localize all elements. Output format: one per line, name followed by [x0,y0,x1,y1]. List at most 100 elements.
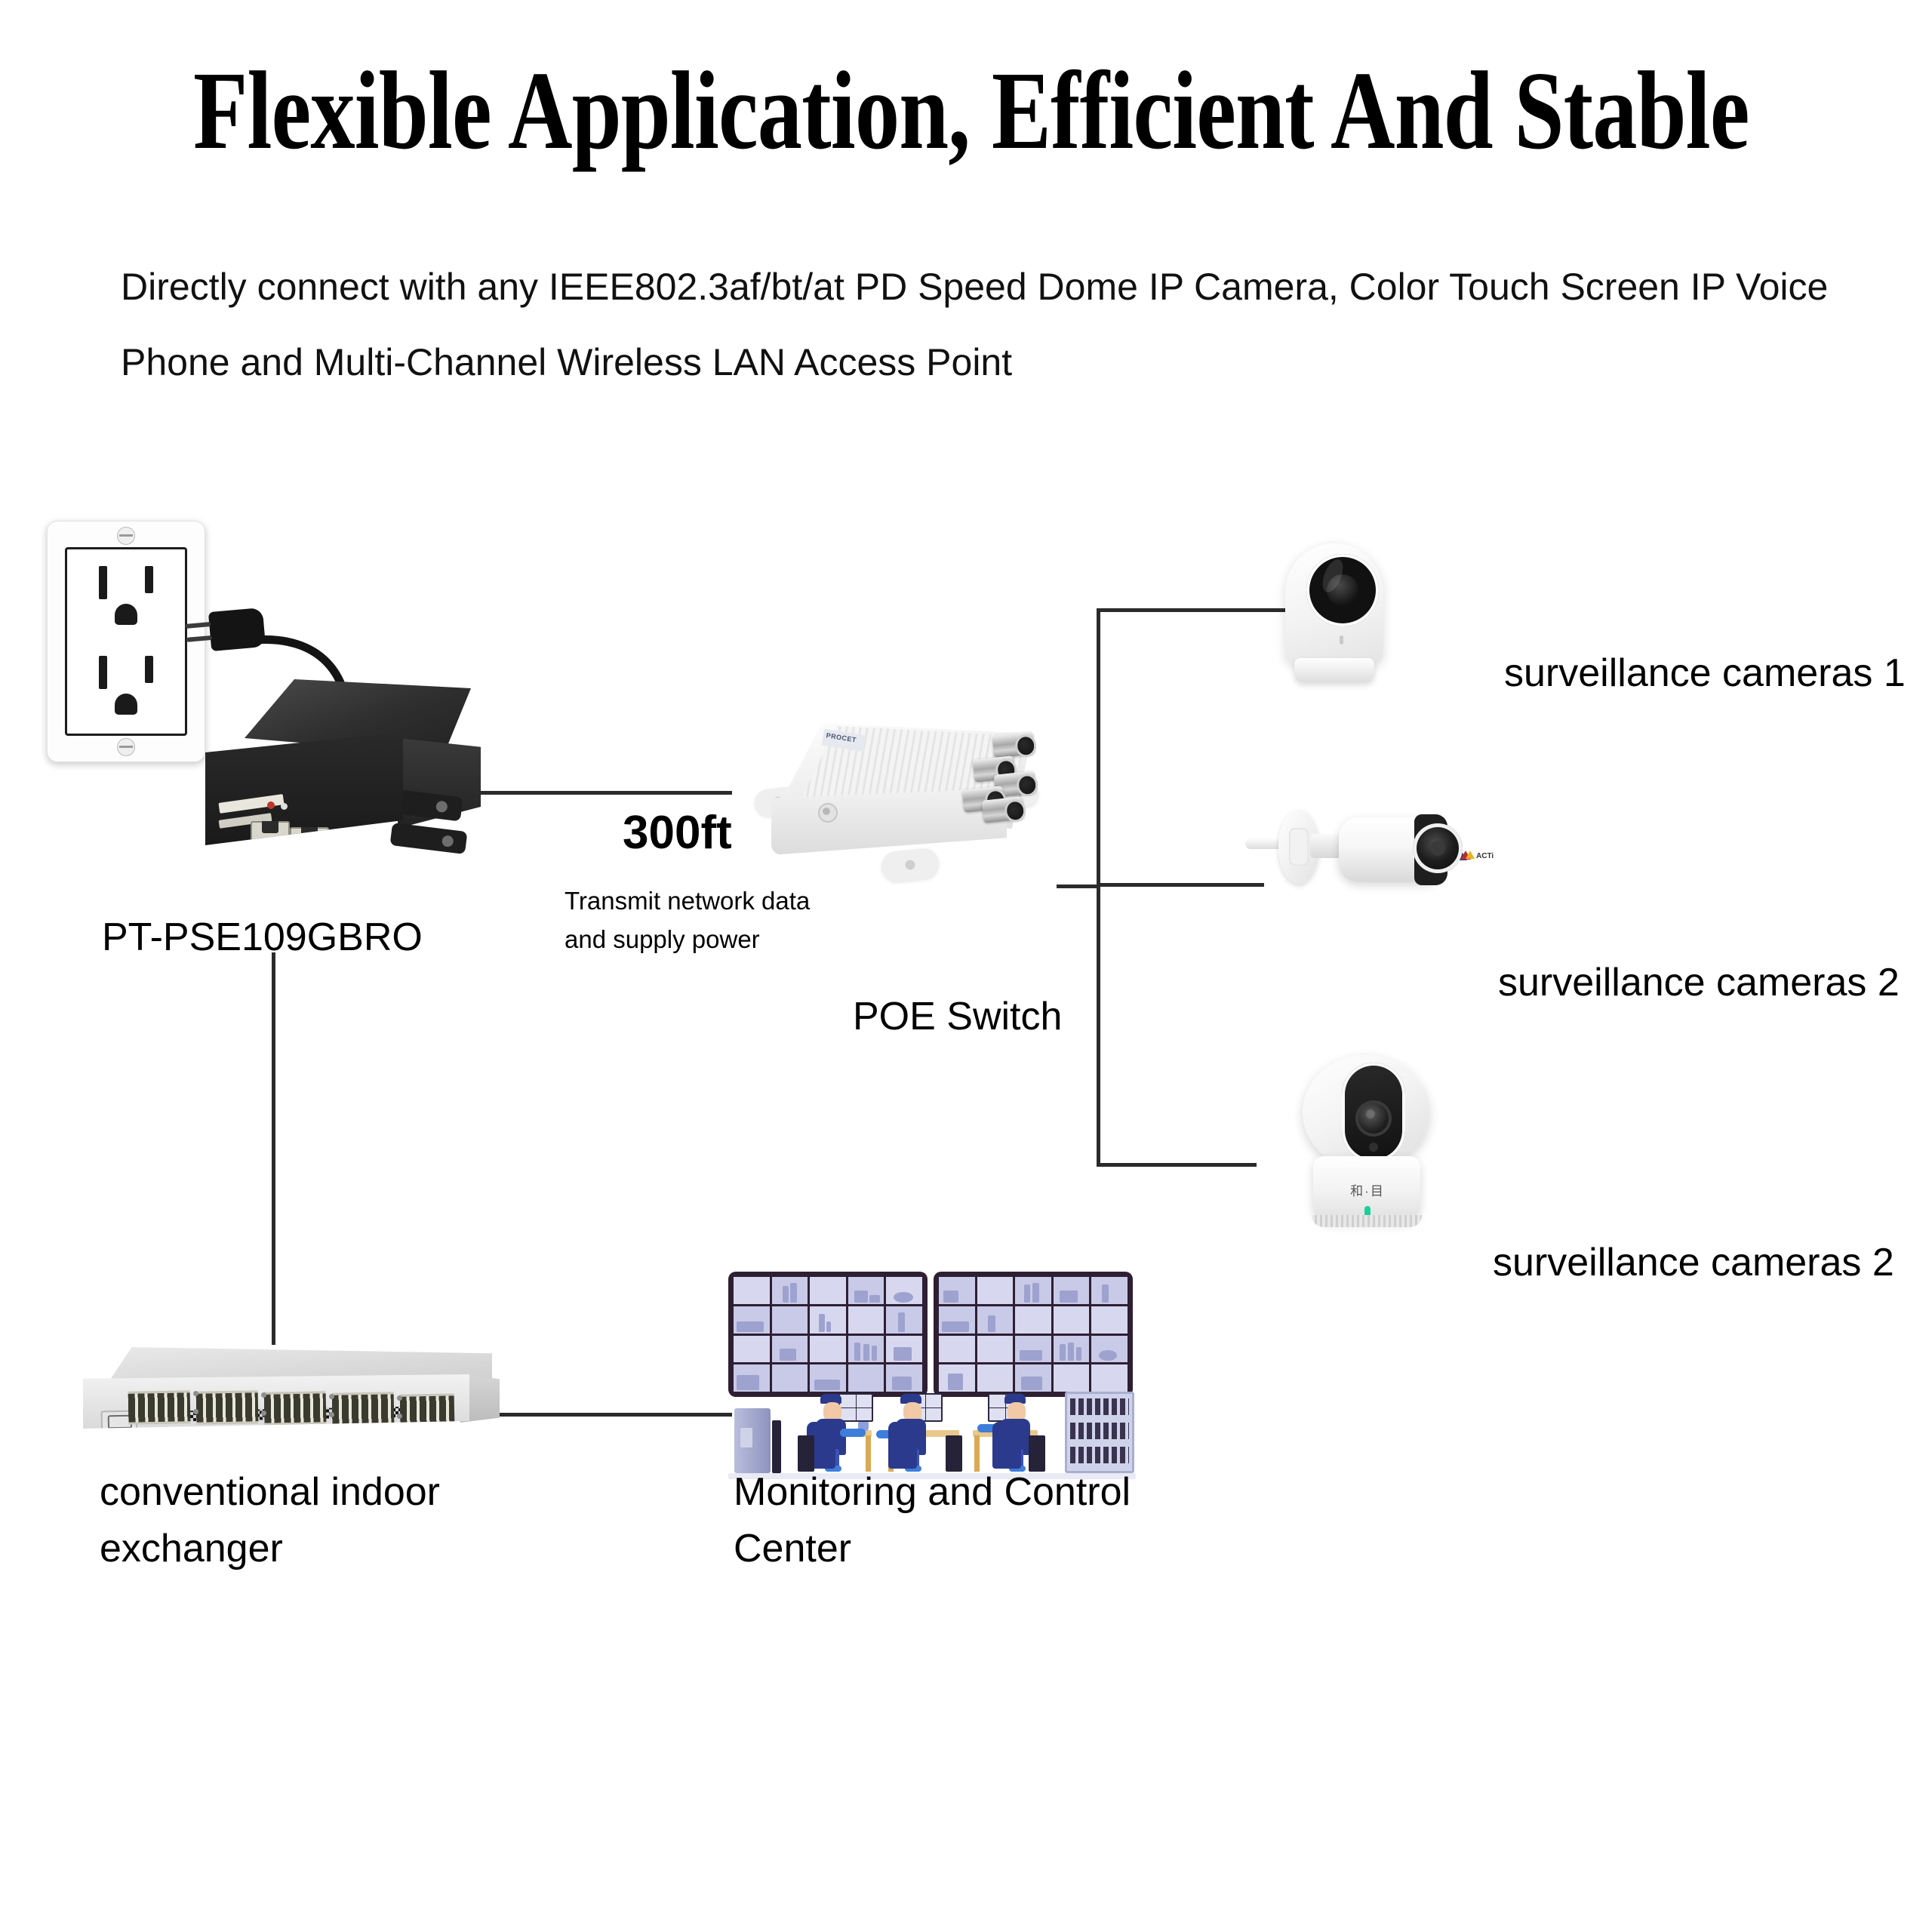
poe-injector-device [205,679,481,875]
computer-tower [1029,1435,1045,1472]
socket-slot-right [145,656,153,683]
video-feed-cell [977,1306,1014,1334]
switch-mount-tab [880,847,940,883]
computer-tower [798,1435,814,1472]
sfp-port-group [195,1390,259,1425]
injector-status-led [281,803,288,810]
video-feed-cell [810,1335,846,1363]
video-feed-cell [1053,1277,1090,1304]
operator-head [823,1402,841,1422]
operator-arm [840,1429,866,1437]
camera-base [1294,658,1374,682]
camera-2-label: surveillance cameras 2 [1498,961,1900,1004]
video-feed-cell [1015,1335,1051,1363]
outlet-screw-bottom [117,738,135,756]
video-feed-cell [939,1364,975,1392]
video-wall-right [934,1272,1133,1397]
rack-led [193,1391,198,1396]
video-feed-cell [734,1306,770,1334]
rack-led [261,1411,266,1416]
video-feed-cell [1053,1335,1090,1363]
cable-gland [981,796,1025,823]
rack-led [329,1412,334,1417]
camera-housing [1285,543,1383,664]
switch-pressure-vent [818,803,838,823]
sfp-port-group [331,1392,395,1426]
operator-cap [820,1394,841,1404]
flange-hole [441,835,454,848]
desk-leg [974,1435,980,1472]
rack-led [261,1392,266,1398]
operator-shoe [1009,1466,1026,1472]
video-feed-cell [848,1364,884,1392]
server-rack [1065,1392,1134,1473]
video-feed-cell [1053,1364,1090,1392]
outlet-socket-upper [85,561,167,646]
rack-led [193,1409,198,1414]
poe-switch-device: PROCET [753,709,1079,898]
video-feed-cell [848,1335,884,1363]
socket-slot-left [99,566,107,599]
rj45-port-poe-out [290,827,329,845]
rack-shelf [1070,1398,1129,1415]
video-feed-cell [886,1364,922,1392]
link-injector-to-exchanger [272,952,275,1345]
camera-cable [1245,838,1286,849]
video-feed-cell [939,1335,975,1363]
camera-3-label: surveillance cameras 2 [1493,1241,1894,1284]
camera-lens [1306,554,1379,626]
video-feed-cell [1091,1306,1128,1334]
computer-tower [946,1435,962,1472]
video-feed-cell [886,1335,922,1363]
video-feed-cell [939,1277,975,1304]
video-feed-cell [734,1277,770,1304]
video-feed-cell [810,1277,846,1304]
video-feed-cell [977,1335,1014,1363]
socket-ground-hole [115,604,137,625]
camera-1-label: surveillance cameras 1 [1504,651,1906,695]
video-feed-cell [886,1277,922,1304]
video-feed-cell [886,1306,922,1334]
conventional-exchanger-device [83,1347,506,1445]
operator-head [1008,1402,1026,1422]
switch-brand-text: PROCET [825,731,857,744]
operator-chair [992,1422,1021,1469]
link-distance-label: 300ft [623,807,732,859]
page-title: Flexible Application, Efficient And Stab… [193,49,1749,173]
operator-cap [900,1394,921,1404]
camera-lens [1355,1100,1392,1137]
control-center-label: Monitoring and Control Center [734,1470,1131,1571]
injector-label: PT-PSE109GBRO [102,915,423,959]
video-feed-cell [848,1306,884,1334]
camera-indicator [1340,635,1343,645]
video-feed-cell [734,1335,770,1363]
outlet-socket-lower [85,651,167,736]
video-feed-cell [734,1364,770,1392]
operator-head [903,1402,921,1422]
monitoring-control-center-illustration [728,1272,1136,1479]
video-feed-cell [810,1306,846,1334]
video-wall-left [728,1272,928,1397]
camera-trunk-line [1097,608,1100,1167]
video-feed-cell [1091,1364,1128,1392]
operator-monitor [838,1393,873,1422]
camera-wall-mount [1278,810,1319,884]
flange-hole [435,800,448,814]
standing-display [772,1420,781,1473]
outlet-screw-top [117,527,135,545]
sfp-port-group [263,1391,327,1426]
video-feed-cell [1091,1335,1128,1363]
surveillance-camera-1-device [1278,543,1398,694]
exchanger-label: conventional indoor exchanger [100,1470,440,1571]
branch-to-camera-3 [1097,1163,1257,1167]
injector-side-face [398,738,481,829]
video-feed-cell [1015,1306,1051,1334]
rack-shelf [1070,1423,1129,1439]
video-feed-cell [1015,1277,1051,1304]
link-switch-to-camera-trunk [1057,884,1100,888]
injector-port-marking [334,853,353,857]
rack-led [397,1395,402,1401]
operator-chair [888,1422,917,1469]
rack-led [397,1414,402,1419]
rj45-port-data-in [251,821,290,845]
